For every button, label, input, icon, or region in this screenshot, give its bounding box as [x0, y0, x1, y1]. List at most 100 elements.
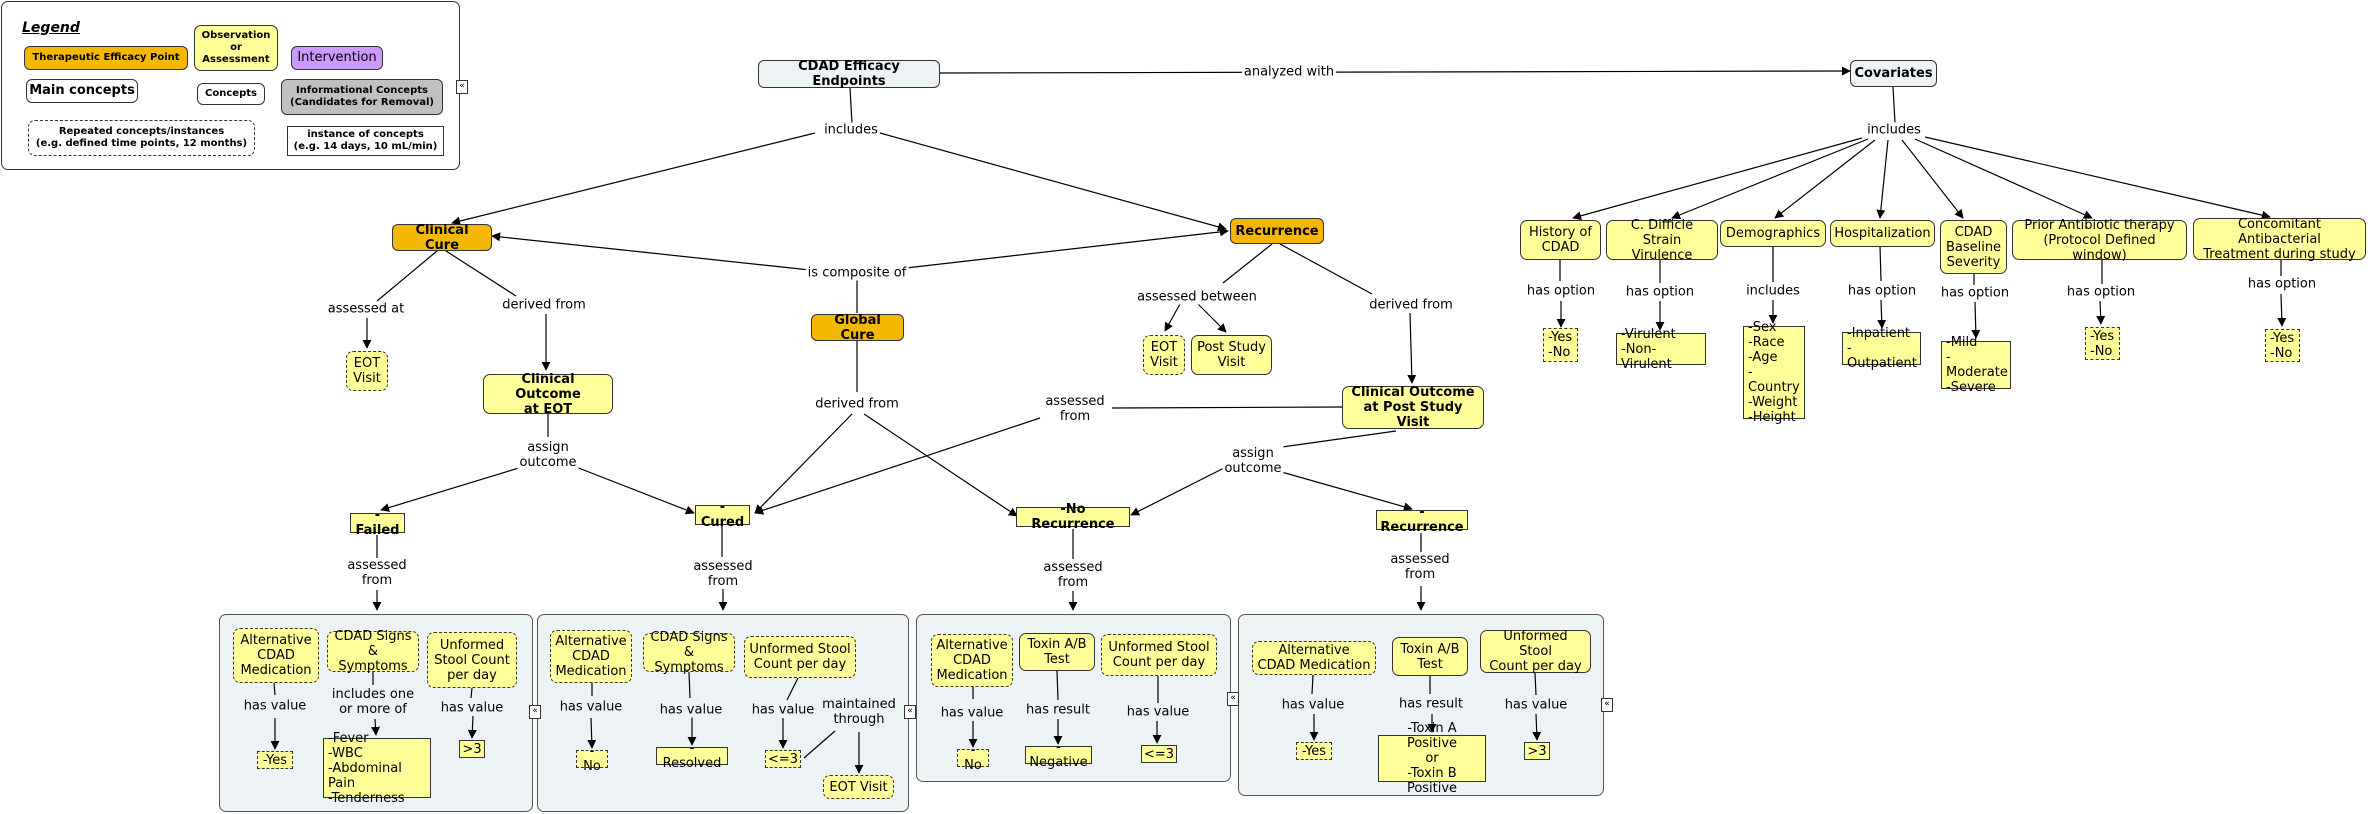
link-label: has value [1279, 697, 1347, 713]
expand-icon[interactable]: « [456, 80, 468, 94]
p2-unformed-stool-count[interactable]: Unformed Stool Count per day [744, 636, 856, 678]
legend-main-concepts: Main concepts [26, 79, 138, 103]
link-label: has value [438, 700, 506, 716]
p4-stool-count-value: >3 [1524, 742, 1550, 760]
link-label: has value [938, 705, 1006, 721]
link-label: has option [1524, 283, 1598, 299]
expand-icon[interactable]: « [904, 705, 916, 719]
link-label: has option [1845, 283, 1919, 299]
hospitalization-node[interactable]: Hospitalization [1830, 220, 1935, 247]
p3-stool-count-value: <=3 [1141, 745, 1177, 763]
post-study-visit-node[interactable]: Post Study Visit [1191, 335, 1272, 375]
clinical-cure-node[interactable]: Clinical Cure [392, 223, 492, 253]
link-label: has value [241, 698, 309, 714]
demographics-options: -Sex -Race -Age -Country -Weight -Height [1743, 320, 1805, 425]
covariates-node[interactable]: Covariates [1850, 60, 1937, 87]
link-label: assessed at [325, 301, 407, 317]
legend-concepts: Concepts [197, 83, 265, 105]
cdad-efficacy-endpoints-node[interactable]: CDAD Efficacy Endpoints [758, 59, 940, 89]
concomitant-antibacterial-node[interactable]: Concomitant Antibacterial Treatment duri… [2193, 217, 2366, 262]
p2-stool-count-value: <=3 [765, 750, 801, 768]
link-label: derived from [1367, 297, 1455, 313]
link-label: assessed between [1135, 289, 1259, 305]
link-label: has option [1938, 285, 2012, 301]
link-label: derived from [813, 396, 901, 412]
expand-icon[interactable]: « [529, 705, 541, 719]
p1-unformed-stool-count[interactable]: Unformed Stool Count per day [427, 632, 517, 688]
p1-alternative-cdad-medication[interactable]: Alternative CDAD Medication [233, 628, 319, 683]
link-label: has result [1024, 702, 1092, 718]
p3-alternative-cdad-medication[interactable]: Alternative CDAD Medication [931, 634, 1013, 687]
p1-stool-count-value: >3 [459, 740, 485, 758]
expand-icon[interactable]: « [1601, 698, 1613, 712]
prior-antibiotic-therapy-node[interactable]: Prior Antibiotic therapy (Protocol Defin… [2012, 218, 2187, 263]
p2-no-value: -No [576, 744, 608, 774]
link-label: assessed from [345, 558, 409, 588]
concomitant-options: -Yes -No [2265, 329, 2300, 362]
link-label: has option [2245, 276, 2319, 292]
p4-unformed-stool-count[interactable]: Unformed Stool Count per day [1480, 629, 1591, 674]
link-label: includes [1744, 283, 1802, 299]
p4-toxin-ab-test[interactable]: Toxin A/B Test [1392, 637, 1468, 676]
link-label: has value [749, 702, 817, 718]
c-difficile-strain-virulence-node[interactable]: C. Difficle Strain Virulence [1606, 218, 1718, 263]
legend-therapeutic: Therapeutic Efficacy Point [24, 46, 188, 70]
no-recurrence-instance[interactable]: -No Recurrence [1016, 502, 1130, 532]
link-label: assessed from [1388, 552, 1452, 582]
link-label: has option [2064, 284, 2138, 300]
legend-observation: Observation or Assessment [194, 25, 278, 71]
p1-cdad-signs-symptoms[interactable]: CDAD Signs & Symptoms [327, 629, 419, 674]
history-of-cdad-node[interactable]: History of CDAD [1520, 220, 1601, 260]
clinical-outcome-eot-node[interactable]: Clinical Outcome at EOT [483, 372, 613, 417]
link-label: analyzed with [1241, 64, 1337, 80]
eot-visit-node[interactable]: EOT Visit [346, 351, 388, 391]
eot-visit-recurrence-node[interactable]: EOT Visit [1143, 335, 1185, 375]
link-label: assessed from [1041, 560, 1105, 590]
legend-repeated: Repeated concepts/instances (e.g. define… [28, 120, 255, 156]
link-label: includes [822, 122, 880, 138]
link-label: includes one or more of [329, 687, 417, 717]
p3-no-value: -No [957, 743, 989, 773]
recurrence-node[interactable]: Recurrence [1230, 218, 1324, 244]
link-label: has value [657, 702, 725, 718]
link-label: has value [557, 699, 625, 715]
legend-instance: instance of concepts (e.g. 14 days, 10 m… [287, 126, 444, 156]
p2-resolved-value: -Resolved [656, 741, 728, 771]
link-label: is composite of [805, 265, 909, 281]
legend-informational: Informational Concepts (Candidates for R… [281, 79, 443, 115]
link-label: assessed from [1043, 394, 1107, 424]
hospitalization-options: -Inpatient -Outpatient [1842, 326, 1921, 371]
link-label: includes [1865, 122, 1923, 138]
link-label: assessed from [691, 559, 755, 589]
link-label: maintained through [820, 697, 898, 727]
cured-instance[interactable]: -Cured [695, 500, 750, 530]
strain-virulence-options: -Virulent -Non-Virulent [1616, 327, 1706, 372]
p1-symptom-values: -Fever -WBC -Abdominal Pain -Tenderness [323, 731, 431, 806]
p2-alternative-cdad-medication[interactable]: Alternative CDAD Medication [550, 630, 632, 683]
global-cure-node[interactable]: Global Cure [811, 313, 904, 343]
p2-cdad-signs-symptoms[interactable]: CDAD Signs & Symptoms [643, 630, 735, 675]
severity-options: -Mild -Moderate -Severe [1941, 335, 2011, 395]
expand-icon[interactable]: « [1227, 692, 1239, 706]
failed-instance[interactable]: -Failed [350, 508, 405, 538]
legend-title: Legend [22, 20, 80, 36]
link-label: derived from [500, 297, 588, 313]
history-options: -Yes -No [1543, 328, 1578, 362]
recurrence-instance[interactable]: -Recurrence [1376, 505, 1468, 535]
link-label: assign outcome [517, 440, 579, 470]
link-label: has option [1623, 284, 1697, 300]
link-label: assign outcome [1222, 446, 1284, 476]
link-label: has value [1124, 704, 1192, 720]
demographics-node[interactable]: Demographics [1720, 220, 1826, 247]
legend-intervention: Intervention [291, 46, 383, 70]
clinical-outcome-post-study-visit-node[interactable]: Clinical Outcome at Post Study Visit [1342, 385, 1484, 430]
p4-toxin-positive-value: -Toxin A Positive or -Toxin B Positive [1378, 721, 1486, 796]
p4-alternative-cdad-medication[interactable]: Alternative CDAD Medication [1252, 641, 1376, 675]
p3-unformed-stool-count[interactable]: Unformed Stool Count per day [1101, 634, 1217, 676]
p2-eot-visit[interactable]: EOT Visit [823, 775, 894, 799]
p3-toxin-ab-test[interactable]: Toxin A/B Test [1019, 633, 1095, 671]
p1-yes-value: -Yes [257, 751, 293, 769]
cdad-baseline-severity-node[interactable]: CDAD Baseline Severity [1940, 220, 2007, 274]
link-label: has value [1502, 697, 1570, 713]
